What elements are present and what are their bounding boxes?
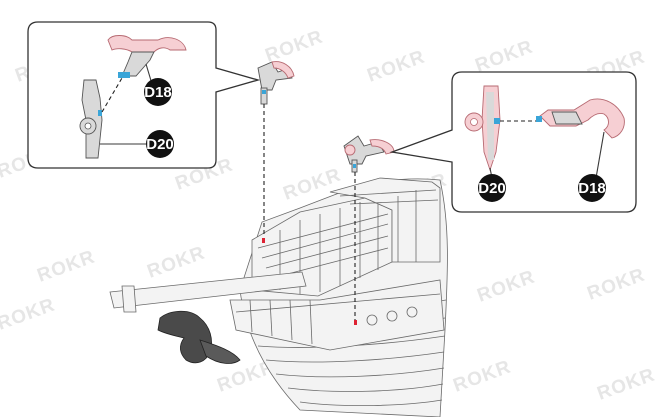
- gunport: [386, 310, 398, 322]
- hull-plank: [265, 351, 445, 363]
- blue-peg: [536, 116, 542, 122]
- gallery-post: [269, 299, 273, 337]
- upper-deck: [329, 177, 441, 263]
- deck-rail: [349, 199, 439, 205]
- gallery-rail: [235, 293, 441, 313]
- figurehead-tail: [199, 339, 241, 364]
- d20-ring: [344, 144, 356, 156]
- gallery-post: [309, 299, 313, 345]
- deck-rail: [261, 223, 389, 259]
- part-label-d18: D18: [578, 180, 606, 197]
- part-assembly-left: [257, 61, 295, 236]
- d20-part-shade: [486, 92, 494, 160]
- blue-peg: [353, 164, 356, 168]
- hull-plank: [287, 383, 444, 392]
- watermark: ROKR: [473, 36, 537, 76]
- d20-ring-hole: [84, 122, 92, 130]
- gallery-post: [289, 299, 293, 341]
- watermark: ROKR: [35, 246, 99, 286]
- part-label-d20: D20: [478, 180, 506, 197]
- d18-part-top: [107, 35, 187, 53]
- callout-left: D18 D20: [27, 21, 261, 169]
- d18-part-body: [121, 51, 155, 77]
- callout-frame: [389, 71, 637, 213]
- part-label-d18: D18: [144, 84, 172, 101]
- figurehead: [157, 310, 212, 364]
- blue-peg: [98, 110, 102, 116]
- hull-plank: [275, 367, 445, 378]
- d18-pink-face: [271, 61, 295, 79]
- watermark: ROKR: [475, 266, 539, 306]
- gallery-post: [249, 299, 253, 333]
- mount-point-marker: [262, 238, 265, 243]
- watermark: ROKR: [595, 364, 659, 404]
- bowsprit-cap: [121, 285, 137, 313]
- gunport: [406, 306, 418, 318]
- mount-point-marker: [354, 320, 357, 325]
- watermark: ROKR: [365, 46, 429, 86]
- part-badge-d20: [146, 130, 174, 158]
- watermark: ROKR: [585, 264, 649, 304]
- deck-rail: [265, 235, 389, 269]
- gunport: [366, 314, 378, 326]
- d20-ring-hole: [470, 118, 478, 126]
- watermark: ROKR: [145, 242, 209, 282]
- part-badge-d18: [144, 78, 172, 106]
- bowsprit: [109, 271, 307, 309]
- blue-peg: [262, 90, 266, 94]
- deck-rail: [339, 189, 437, 197]
- watermark: ROKR: [0, 294, 58, 334]
- watermark: ROKR: [263, 26, 327, 66]
- d18-part-body: [539, 98, 625, 139]
- part-badge-d20: [478, 174, 506, 202]
- part-label-d20: D20: [146, 136, 174, 153]
- part-assembly-right: [343, 135, 395, 320]
- ship-model: [109, 177, 448, 417]
- part-badge-d18: [578, 174, 606, 202]
- d18-pink-face: [369, 139, 395, 155]
- callout-right: D20 D18: [389, 71, 637, 213]
- blue-peg: [118, 72, 130, 78]
- hull-plank: [299, 399, 443, 407]
- blue-peg: [494, 118, 500, 124]
- watermark: ROKR: [451, 356, 515, 396]
- d18-part-shade: [551, 111, 583, 125]
- lower-gallery: [229, 279, 445, 351]
- leader-line: [595, 131, 605, 179]
